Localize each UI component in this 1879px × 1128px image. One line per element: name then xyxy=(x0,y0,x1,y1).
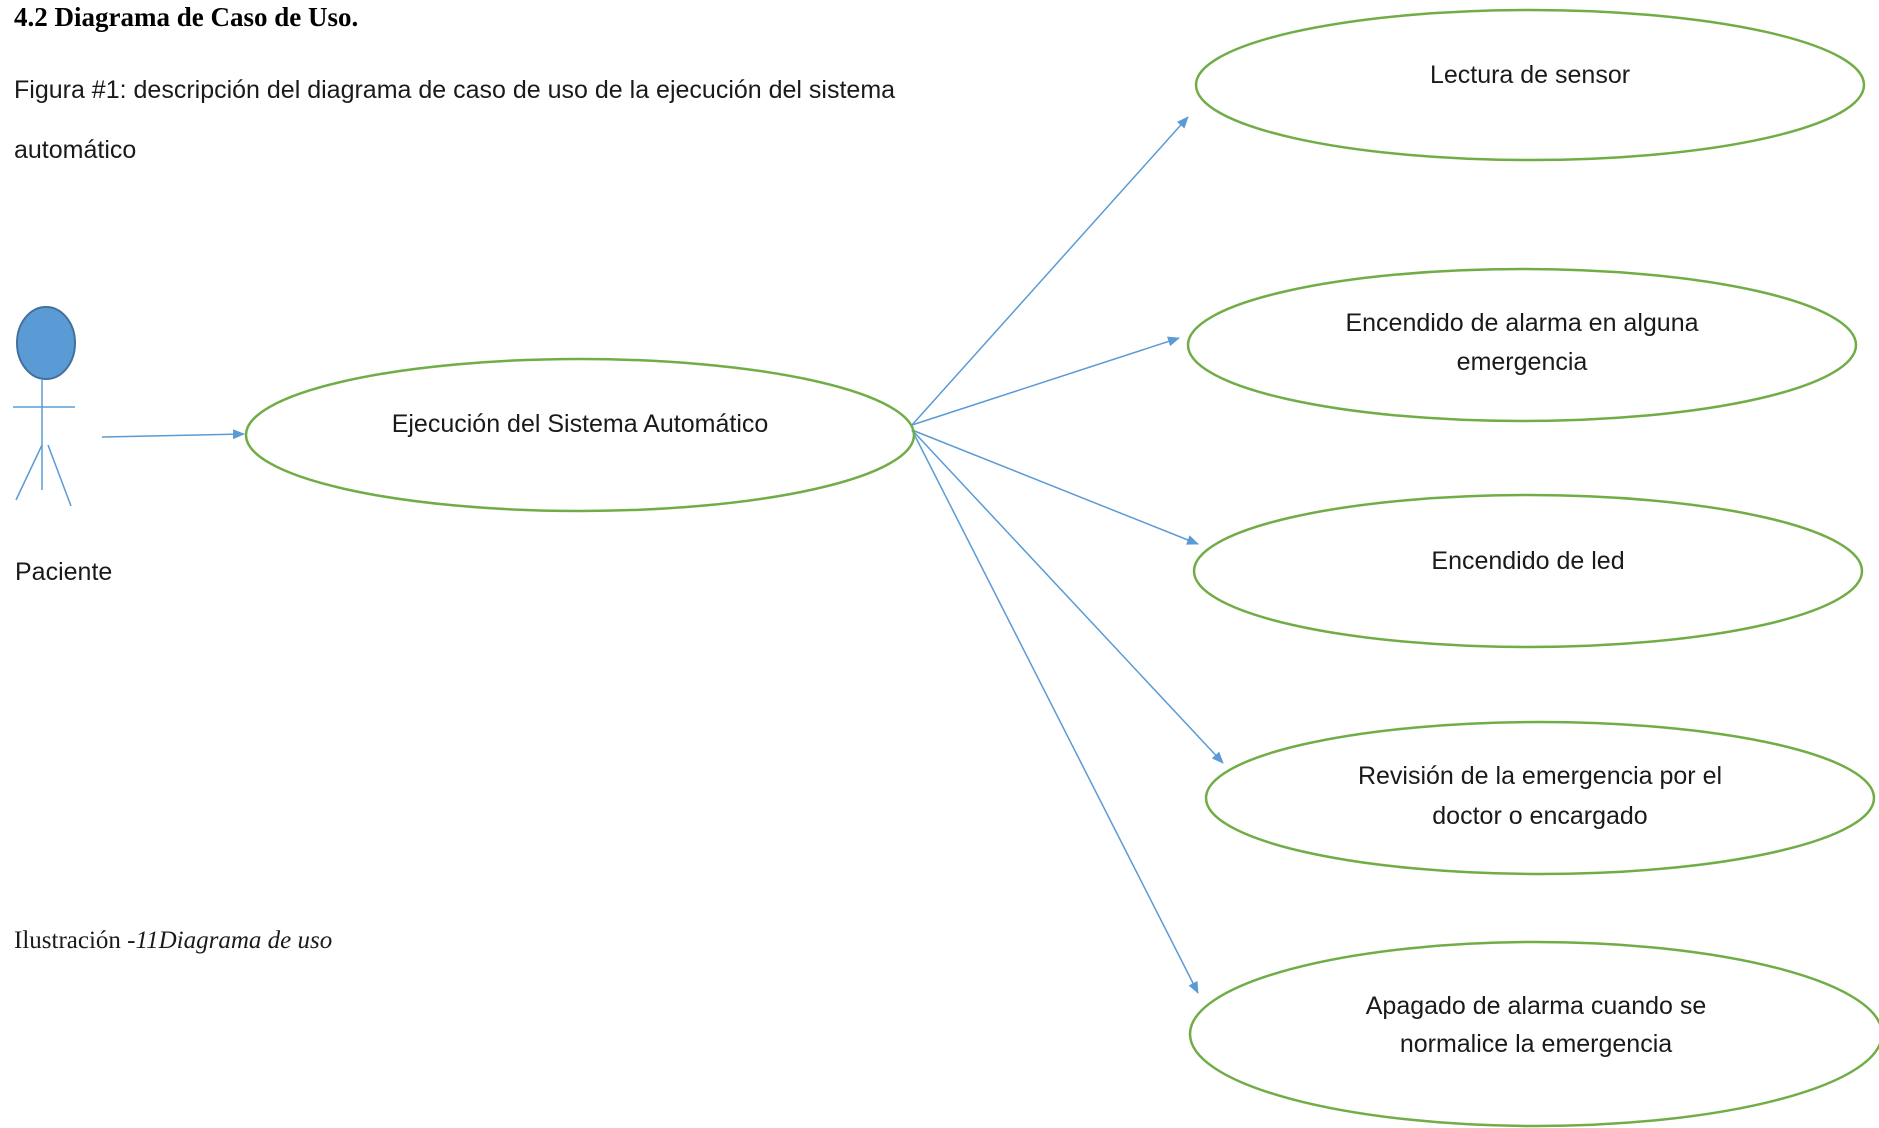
connector-main-to-uc5 xyxy=(911,429,1199,994)
illustration-title: 11Diagrama de uso xyxy=(135,927,333,954)
actor-paciente-icon xyxy=(13,306,76,507)
actor-label: Paciente xyxy=(15,558,112,586)
connectors xyxy=(101,116,1224,994)
figure-caption-line-1: Figura #1: descripción del diagrama de c… xyxy=(14,76,896,104)
use-case-encendido-de-alarma: Encendido de alarma en alguna emergencia xyxy=(1186,267,1858,423)
use-case-shape xyxy=(1188,940,1879,1128)
connector-main-to-uc3 xyxy=(911,429,1199,545)
main-use-case-shape xyxy=(244,357,916,513)
section-heading: 4.2 Diagrama de Caso de Uso. xyxy=(14,2,359,32)
use-case-shape xyxy=(1192,493,1864,649)
use-case-label-line-1: Revisión de la emergencia por el xyxy=(1358,762,1722,790)
use-case-label-line-2: emergencia xyxy=(1457,348,1588,376)
actor-right-leg xyxy=(47,444,72,507)
use-case-label-line-1: Apagado de alarma cuando se xyxy=(1366,992,1707,1020)
use-case-label-line-2: normalice la emergencia xyxy=(1400,1030,1672,1058)
use-case-label: Lectura de sensor xyxy=(1430,61,1630,89)
actor-left-leg xyxy=(15,444,43,501)
use-case-shape xyxy=(1186,267,1858,423)
connector-actor-to-main xyxy=(101,429,245,440)
use-case-encendido-de-led: Encendido de led xyxy=(1192,493,1864,649)
connector-main-to-uc1 xyxy=(911,116,1189,426)
figure-caption-line-2: automático xyxy=(14,136,137,164)
use-case-label-line-2: doctor o encargado xyxy=(1432,802,1647,830)
main-use-case-label: Ejecución del Sistema Automático xyxy=(392,410,769,438)
illustration-caption: Ilustración -11Diagrama de uso xyxy=(14,927,332,955)
use-case-label-line-1: Encendido de alarma en alguna xyxy=(1345,309,1698,337)
connector-main-to-uc2 xyxy=(911,336,1180,426)
connector-main-to-uc4 xyxy=(911,429,1224,764)
illustration-prefix: Ilustración - xyxy=(14,927,136,954)
use-case-shape xyxy=(1204,720,1876,876)
use-case-shape xyxy=(1194,8,1866,162)
actor-head xyxy=(16,306,76,380)
use-case-revision-emergencia: Revisión de la emergencia por el doctor … xyxy=(1204,720,1876,876)
use-case-apagado-de-alarma: Apagado de alarma cuando se normalice la… xyxy=(1188,940,1879,1128)
use-case-label: Encendido de led xyxy=(1431,547,1624,575)
main-use-case: Ejecución del Sistema Automático xyxy=(244,357,916,513)
use-case-lectura-de-sensor: Lectura de sensor xyxy=(1194,8,1866,162)
